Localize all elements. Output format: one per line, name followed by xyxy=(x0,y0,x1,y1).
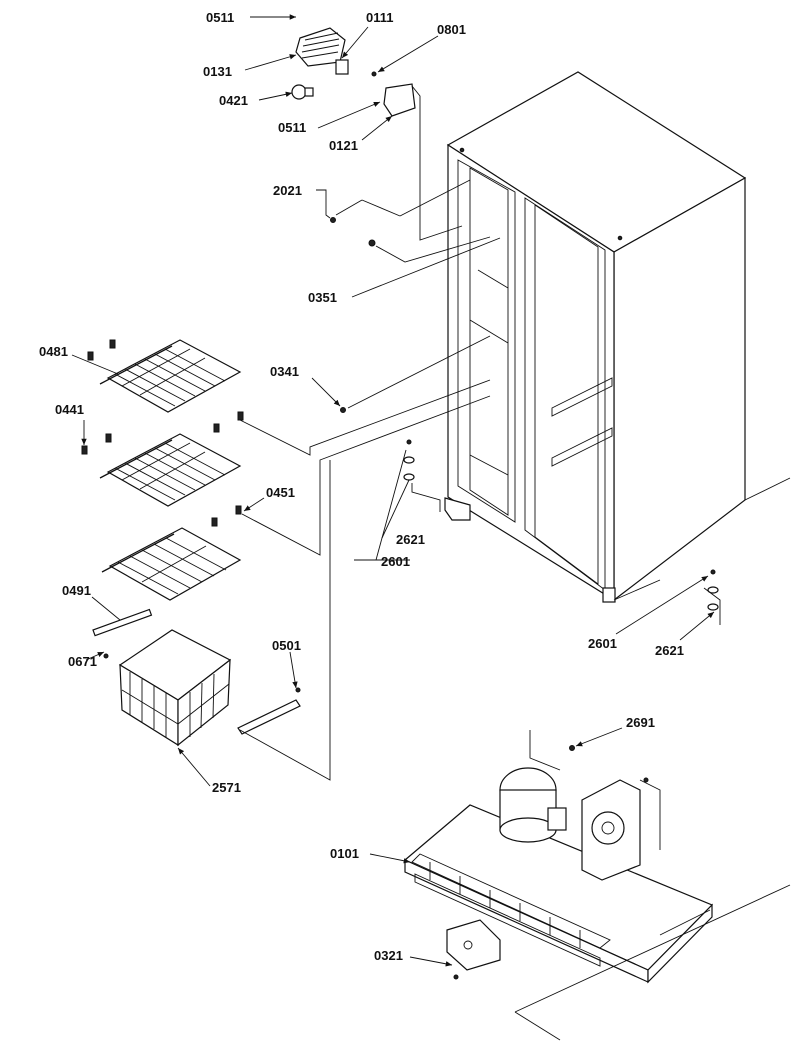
label-0511-mid: 0511 xyxy=(278,120,306,135)
label-0351: 0351 xyxy=(308,290,337,305)
label-2571: 2571 xyxy=(212,780,241,795)
label-2621-left: 2621 xyxy=(396,532,425,547)
hardware xyxy=(330,217,719,980)
label-0121: 0121 xyxy=(329,138,358,153)
freezer-basket xyxy=(92,608,301,747)
leader-lines xyxy=(71,14,721,967)
label-0131: 0131 xyxy=(203,64,232,79)
machine-compartment xyxy=(403,730,791,1041)
label-0501: 0501 xyxy=(272,638,301,653)
label-0321: 0321 xyxy=(374,948,403,963)
label-0511-top: 0511 xyxy=(206,10,234,25)
label-0491: 0491 xyxy=(62,583,91,598)
label-0421: 0421 xyxy=(219,93,248,108)
refrigerator-cabinet xyxy=(444,71,791,603)
label-0671: 0671 xyxy=(68,654,97,669)
label-2021: 2021 xyxy=(273,183,302,198)
label-2621-right: 2621 xyxy=(655,643,684,658)
label-2601-right: 2601 xyxy=(588,636,617,651)
label-2691: 2691 xyxy=(626,715,655,730)
label-0111: 0111 xyxy=(366,10,394,25)
label-0101: 0101 xyxy=(330,846,359,861)
light-assembly xyxy=(291,27,463,241)
wire-shelves xyxy=(81,339,244,601)
label-0481: 0481 xyxy=(39,344,68,359)
label-2601-left: 2601 xyxy=(381,554,410,569)
label-0801: 0801 xyxy=(437,22,466,37)
label-0441: 0441 xyxy=(55,402,84,417)
label-0451: 0451 xyxy=(266,485,295,500)
part-labels: 0511 0111 0801 0131 0421 0511 0121 2021 … xyxy=(39,10,684,963)
label-0341: 0341 xyxy=(270,364,299,379)
